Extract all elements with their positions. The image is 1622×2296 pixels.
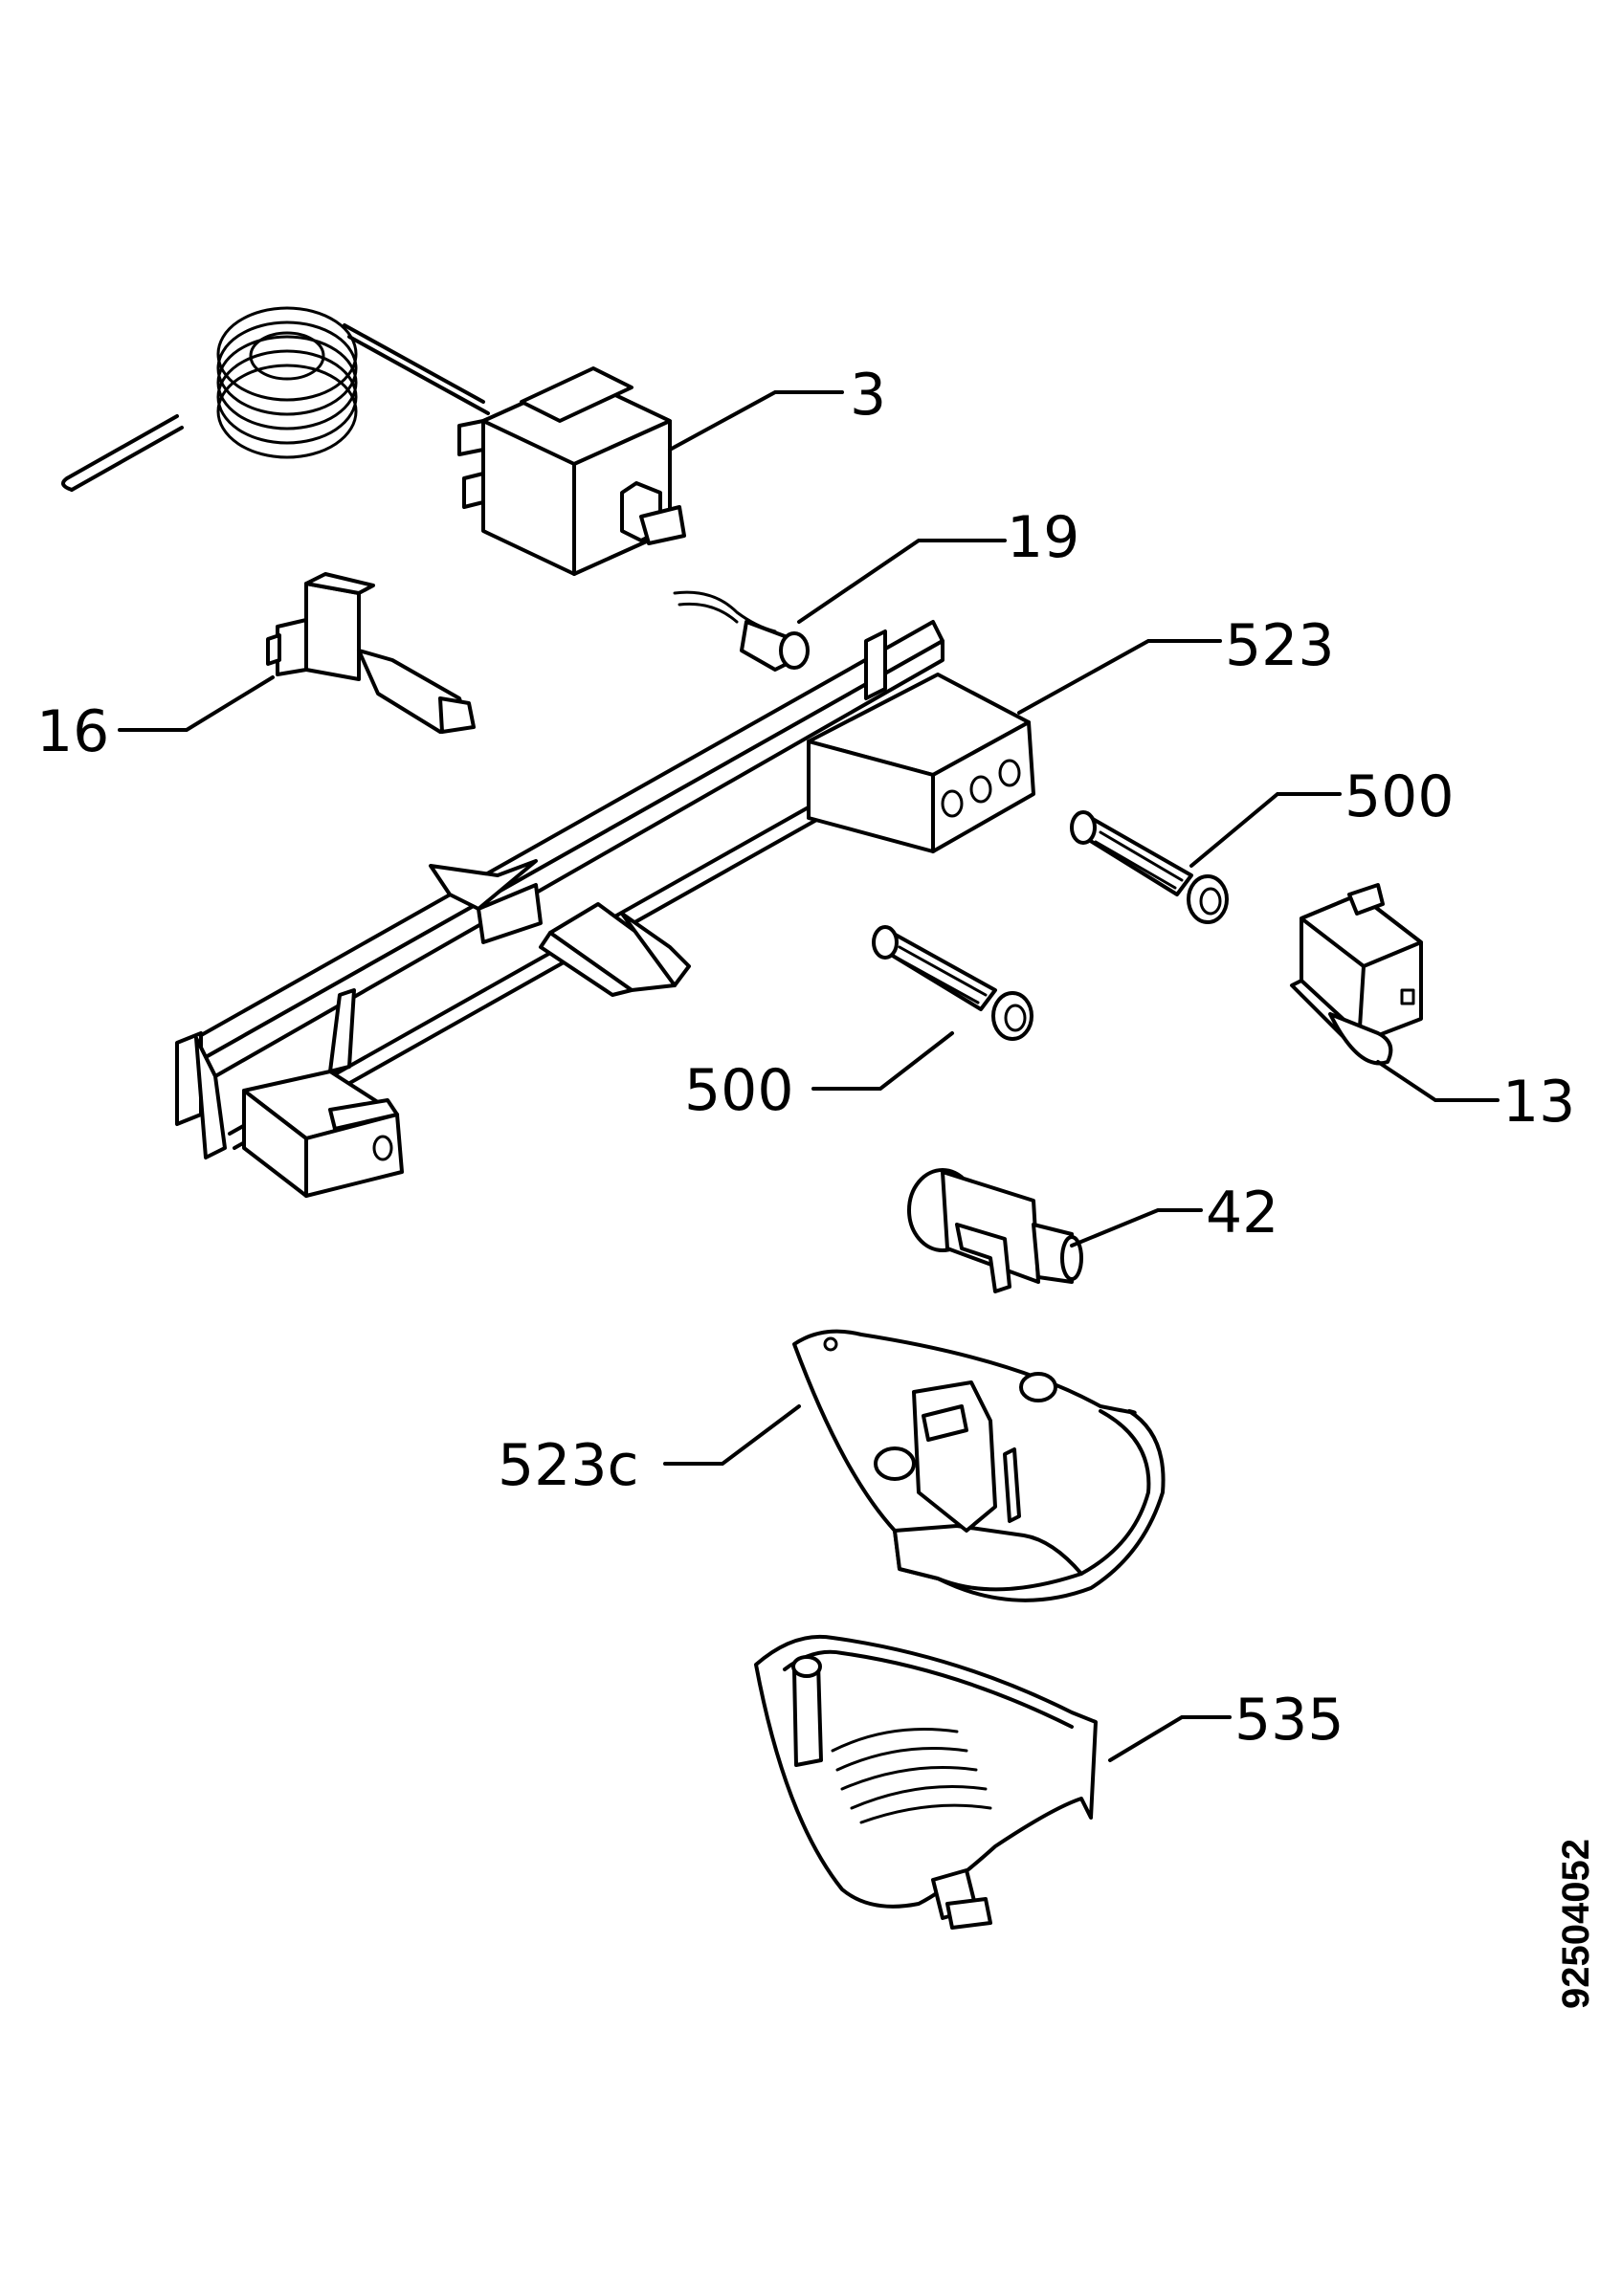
- label-part-523c: 523c: [498, 1432, 639, 1499]
- label-part-500-lower: 500: [684, 1057, 794, 1124]
- label-part-523: 523: [1225, 612, 1335, 679]
- label-part-535: 535: [1234, 1687, 1344, 1754]
- label-part-42: 42: [1206, 1180, 1278, 1247]
- part-labels: 3 19 16 523 500 500 13 42 523c 535: [36, 362, 1575, 1754]
- part-523-frame: [175, 620, 1035, 1198]
- part-16-switch: [266, 572, 476, 734]
- leader-lines: [118, 390, 1500, 1762]
- label-part-3: 3: [850, 362, 886, 429]
- part-3-thermostat: [61, 306, 686, 576]
- part-500-fuse-upper: [1070, 810, 1229, 924]
- part-19-lamp: [673, 590, 810, 672]
- label-part-500-upper: 500: [1344, 763, 1455, 830]
- label-part-19: 19: [1007, 504, 1079, 571]
- part-500-fuse-lower: [872, 925, 1033, 1041]
- part-535-shade: [754, 1634, 1098, 1930]
- part-13-switch: [1290, 883, 1423, 1066]
- part-523c-cover: [792, 1329, 1166, 1602]
- document-number: 92504052: [1555, 1839, 1597, 2009]
- label-part-16: 16: [36, 698, 109, 765]
- part-42-lampholder: [907, 1168, 1083, 1293]
- label-part-13: 13: [1502, 1069, 1575, 1136]
